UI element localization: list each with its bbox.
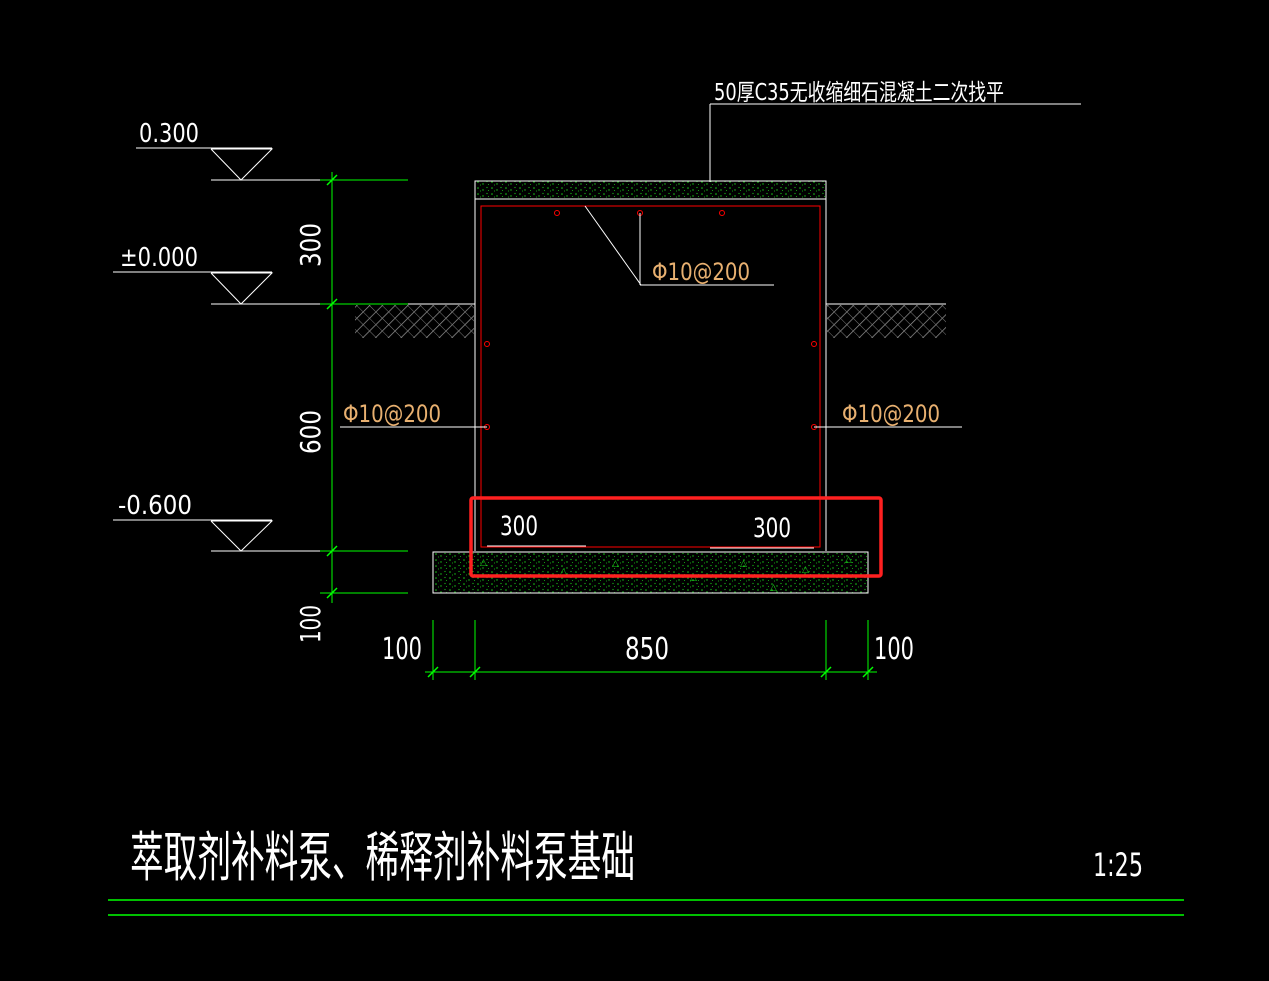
inner-dim-left: 300 <box>500 511 538 542</box>
drawing-scale: 1:25 <box>1093 846 1143 884</box>
base-slab: △ △ △ △ △ △ △ △ <box>432 551 869 594</box>
rebar-callout-right: Φ10@200 <box>814 400 962 428</box>
tick <box>326 587 338 599</box>
tick <box>469 666 481 678</box>
highlight-box <box>469 496 883 578</box>
ground-right <box>826 303 946 338</box>
vertical-dimension-chain: 300 600 100 <box>294 172 408 643</box>
rebar-right-label: Φ10@200 <box>842 400 940 428</box>
top-note-label: 50厚C35无收缩细石混凝土二次找平 <box>714 80 1004 106</box>
pedestal <box>474 180 827 551</box>
tick <box>326 174 338 186</box>
aggregate-mark: △ <box>740 559 747 569</box>
aggregate-mark: △ <box>770 583 777 593</box>
aggregate-mark: △ <box>802 565 809 575</box>
leader-line <box>584 205 642 286</box>
title-block: 萃取剂补料泵、稀释剂补料泵基础 1:25 <box>108 826 1184 916</box>
rebar-cage <box>480 205 821 548</box>
tick <box>820 666 832 678</box>
rebar-dot <box>484 341 490 347</box>
elevation-triangle <box>210 148 274 181</box>
soil-hatch <box>827 305 946 338</box>
elevation-top-label: 0.300 <box>139 119 199 149</box>
aggregate-mark: △ <box>560 567 567 577</box>
elevation-bottom-label: -0.600 <box>118 491 192 521</box>
elevation-bottom: -0.600 <box>113 491 408 552</box>
tick <box>326 298 338 310</box>
top-note: 50厚C35无收缩细石混凝土二次找平 <box>709 80 1081 182</box>
tick <box>862 666 874 678</box>
vdim-upper: 300 <box>294 223 327 267</box>
concrete-base <box>432 551 869 594</box>
tick <box>427 666 439 678</box>
aggregate-mark: △ <box>480 558 487 568</box>
aggregate-mark: △ <box>690 573 697 583</box>
inner-dim-right: 300 <box>753 513 791 544</box>
soil-hatch <box>355 305 474 338</box>
hdim-right: 100 <box>874 632 914 667</box>
vdim-base: 100 <box>294 605 327 643</box>
aggregate-mark: △ <box>612 559 619 569</box>
drawing-title: 萃取剂补料泵、稀释剂补料泵基础 <box>130 826 635 889</box>
vdim-middle: 600 <box>294 410 327 454</box>
ground-left <box>329 303 475 338</box>
tick <box>326 545 338 557</box>
hdim-center: 850 <box>625 632 669 667</box>
aggregate-mark: △ <box>845 555 852 565</box>
rebar-left-label: Φ10@200 <box>343 400 441 428</box>
rebar-dot <box>811 341 817 347</box>
screed-layer <box>474 180 827 200</box>
rebar-dot <box>719 210 725 216</box>
elevation-ground: ±0.000 <box>113 243 329 305</box>
elevation-ground-label: ±0.000 <box>120 243 198 273</box>
elevation-triangle <box>210 520 274 552</box>
elevation-triangle <box>210 272 274 305</box>
horizontal-dimension-chain: 100 850 100 <box>382 620 914 680</box>
rebar-top-label: Φ10@200 <box>652 258 750 286</box>
hdim-left: 100 <box>382 632 422 667</box>
rebar-dot <box>554 210 560 216</box>
rebar-callout-top: Φ10@200 <box>584 205 774 286</box>
elevation-top: 0.300 <box>136 119 408 181</box>
rebar-callout-left: Φ10@200 <box>340 400 487 428</box>
inner-dims: 300 300 <box>487 511 814 549</box>
